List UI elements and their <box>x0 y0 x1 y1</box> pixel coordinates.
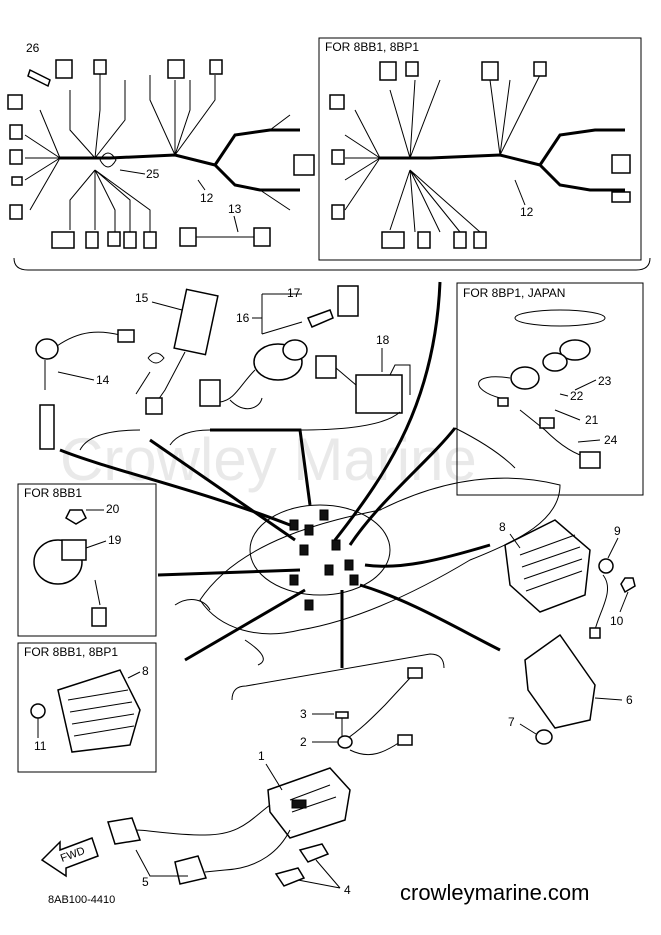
part-17-keys <box>306 285 359 328</box>
fwd-arrow: FWD <box>40 837 99 878</box>
harness-variant-header: FOR 8BB1, 8BP1 <box>325 40 419 54</box>
callout-12-variant: 12 <box>520 205 534 219</box>
part-19-switch-assy <box>33 509 107 627</box>
top-group-bracket <box>13 257 651 271</box>
rectifier-8bb1-header: FOR 8BB1 <box>24 486 82 500</box>
part-4-clamps <box>274 843 330 887</box>
bottom-group-bracket <box>231 653 445 701</box>
callout-5: 5 <box>142 875 149 889</box>
part-1-ignition-coil <box>107 767 351 885</box>
callout-24: 24 <box>604 433 618 447</box>
callout-19: 19 <box>108 533 122 547</box>
hull-outline <box>174 477 561 666</box>
callout-1: 1 <box>258 749 265 763</box>
part-2-ground-lead <box>337 667 423 755</box>
callout-13: 13 <box>228 202 242 216</box>
switch-japan-header: FOR 8BP1, JAPAN <box>463 286 565 300</box>
watermark: Crowley Marine <box>60 426 477 493</box>
callout-4: 4 <box>344 883 351 897</box>
switch-japan-parts <box>478 309 606 469</box>
callout-20: 20 <box>106 502 120 516</box>
part-18-switch <box>315 355 411 414</box>
harness-variant-box <box>318 37 642 261</box>
callout-2: 2 <box>300 735 307 749</box>
rectifier-8bb1-box <box>17 483 157 637</box>
callout-8-b: 8 <box>499 520 506 534</box>
callout-15: 15 <box>135 291 149 305</box>
switch-japan-box <box>456 282 644 496</box>
rectifier-8bb1-8bp1-box <box>17 642 157 773</box>
leader-lines <box>59 281 516 668</box>
part-15-plug <box>145 288 219 415</box>
part-3-bolt <box>335 711 349 736</box>
part-14-sensor <box>35 329 135 450</box>
wire-harness-variant <box>329 61 631 249</box>
part-16-main-switch <box>199 339 308 410</box>
callout-3: 3 <box>300 707 307 721</box>
callout-8-a: 8 <box>142 664 149 678</box>
callout-10: 10 <box>610 614 624 628</box>
callout-21: 21 <box>585 413 599 427</box>
callout-14: 14 <box>96 373 110 387</box>
callout-6: 6 <box>626 693 633 707</box>
callout-17: 17 <box>287 286 301 300</box>
part-8-rectifier-b <box>504 519 636 639</box>
callout-16: 16 <box>236 311 250 325</box>
diagram-code: 8AB100-4410 <box>48 894 115 906</box>
callout-11: 11 <box>34 739 47 753</box>
website-label: crowleymarine.com <box>400 880 590 905</box>
callout-9: 9 <box>614 524 621 538</box>
callout-26: 26 <box>26 41 40 55</box>
rectifier-8bb1-8bp1-header: FOR 8BB1, 8BP1 <box>24 645 118 659</box>
callout-7: 7 <box>508 715 515 729</box>
callout-25: 25 <box>146 167 160 181</box>
callout-18: 18 <box>376 333 390 347</box>
part-8-rectifier-a <box>30 669 141 753</box>
part-6-cdi-unit <box>524 633 596 745</box>
wire-harness-main <box>7 59 315 249</box>
callout-22: 22 <box>570 389 584 403</box>
callout-23: 23 <box>598 374 612 388</box>
callout-12-main: 12 <box>200 191 214 205</box>
